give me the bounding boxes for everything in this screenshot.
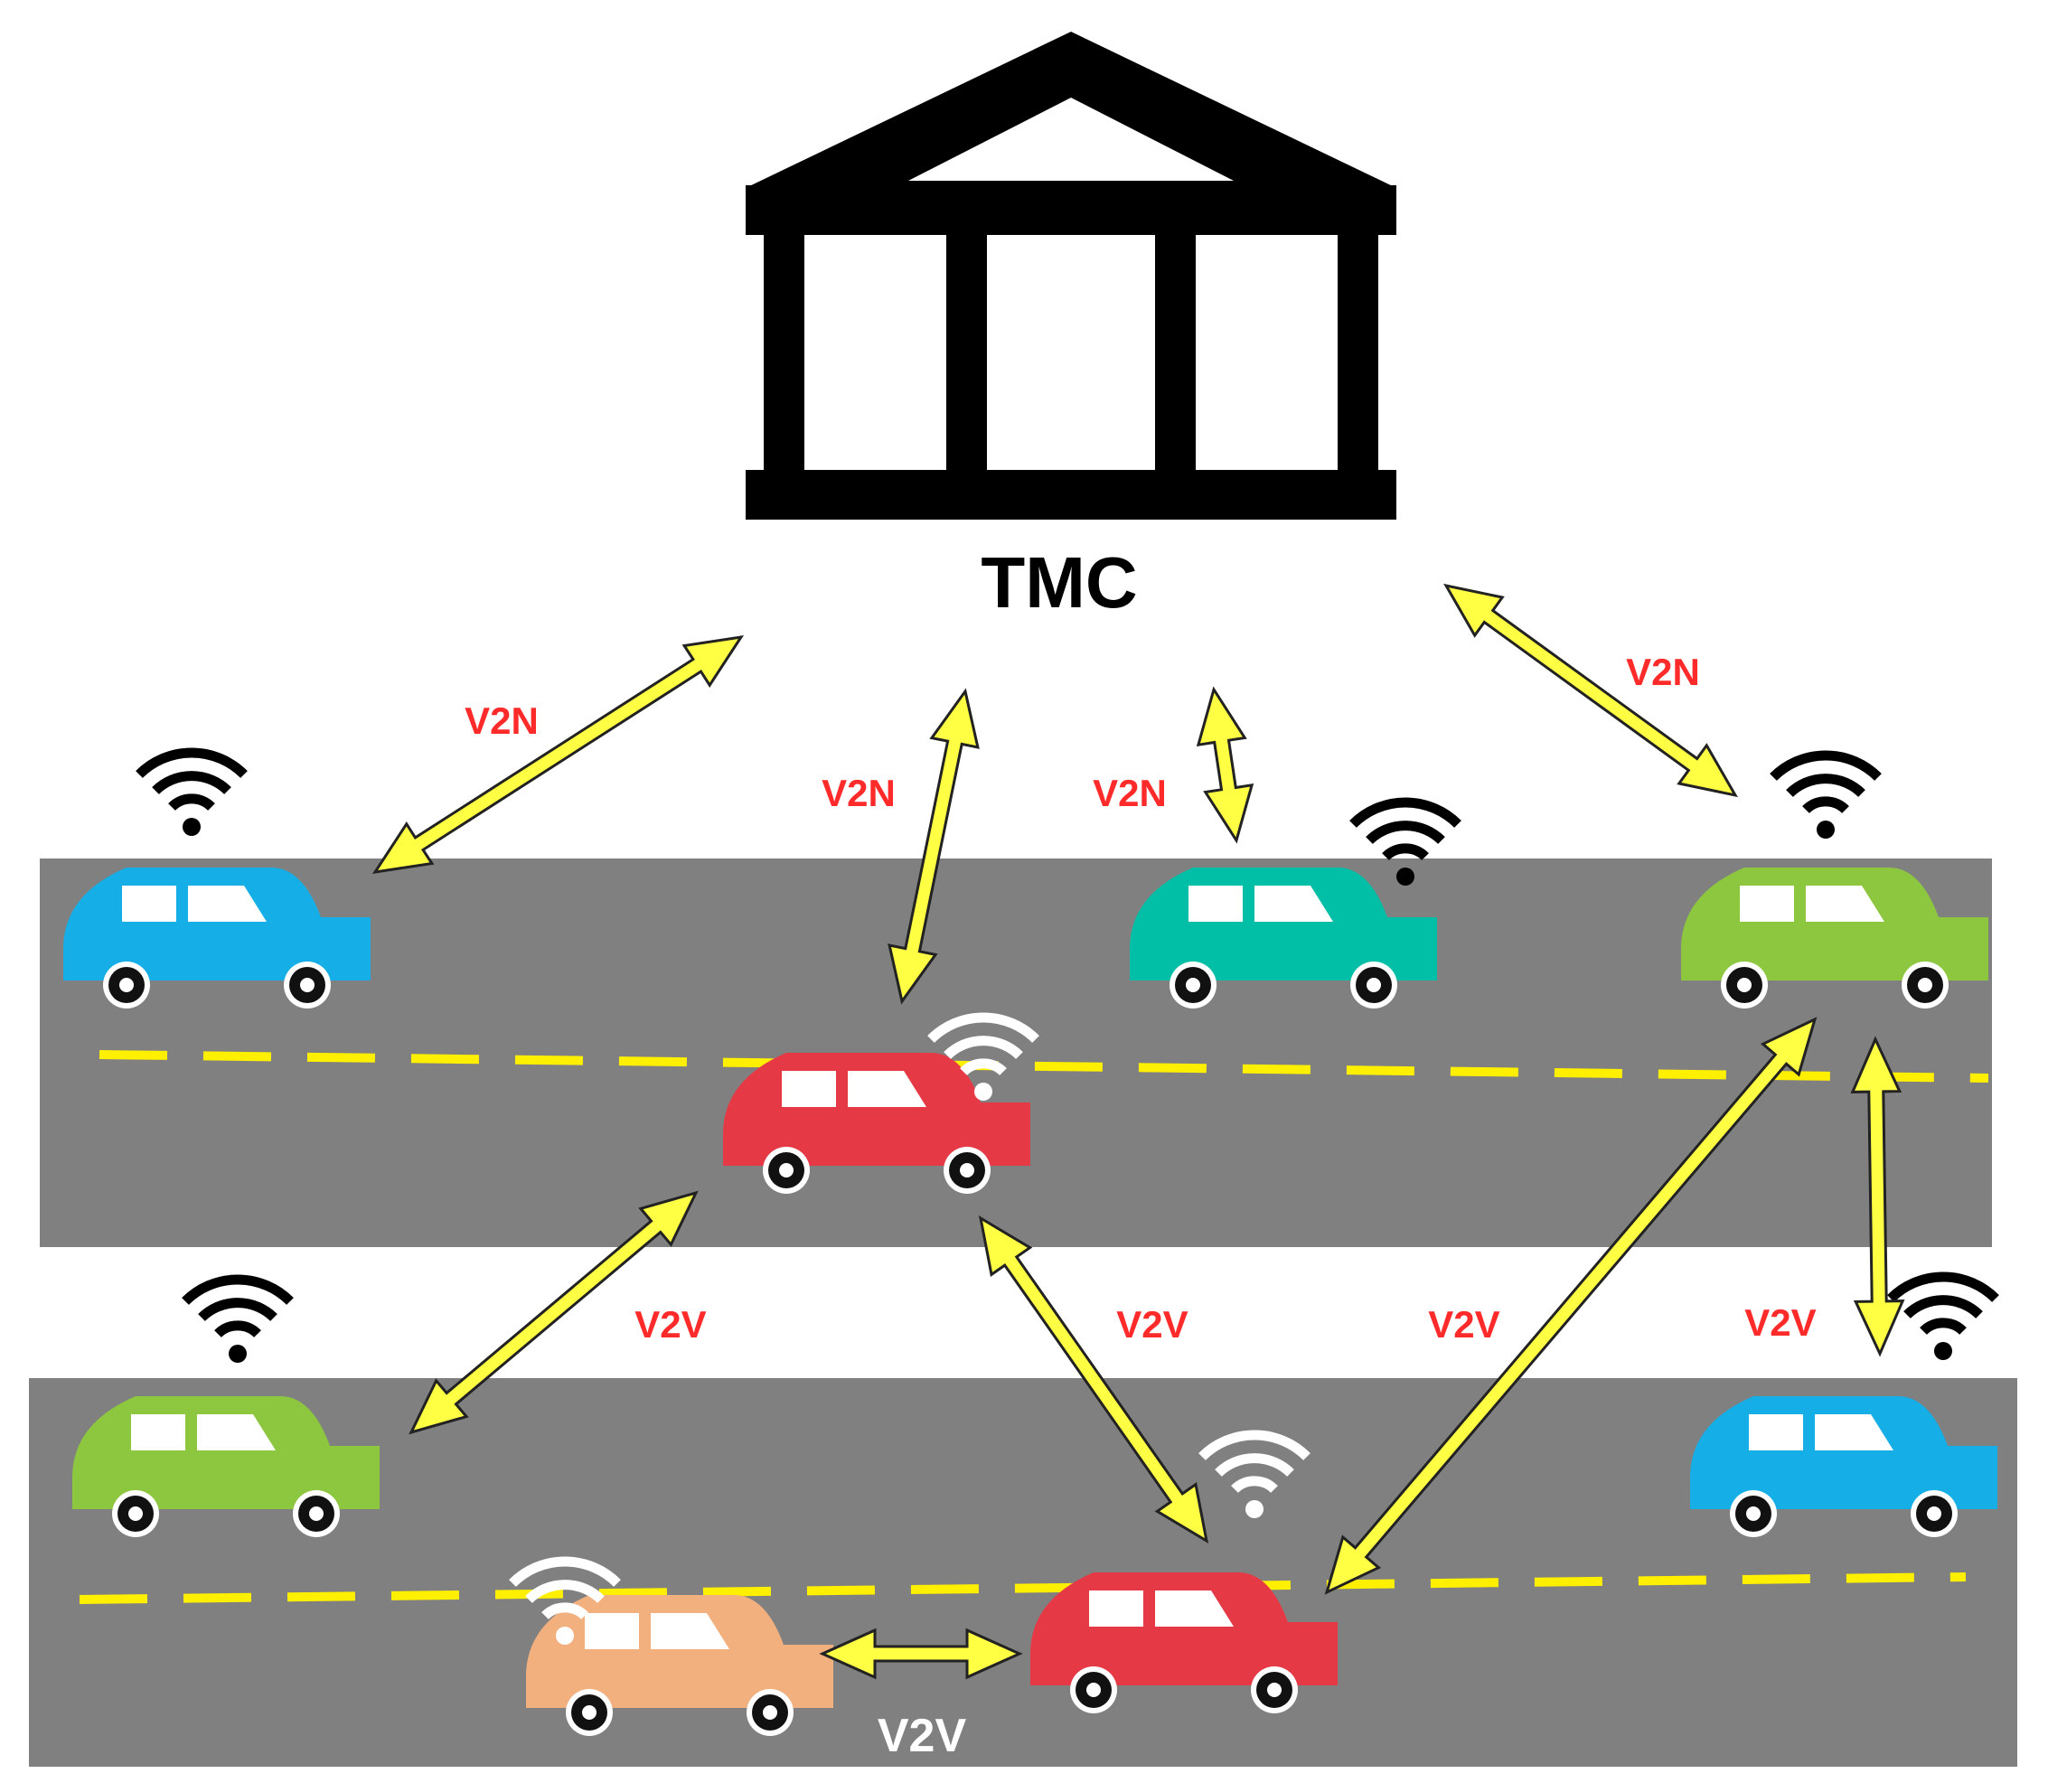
double-arrow bbox=[409, 1190, 699, 1435]
double-arrow bbox=[888, 688, 980, 1005]
tmc-label: TMC bbox=[981, 542, 1137, 623]
link-arrows bbox=[371, 583, 1905, 1680]
wifi-icon bbox=[185, 1280, 290, 1363]
v2v-label: V2V bbox=[1744, 1301, 1816, 1344]
double-arrow bbox=[1443, 583, 1738, 798]
lower-lane-marking bbox=[79, 1572, 1967, 1604]
lower-road bbox=[29, 1378, 2017, 1767]
double-arrow bbox=[978, 1215, 1209, 1544]
building-icon bbox=[746, 32, 1396, 520]
v2n-label: V2N bbox=[465, 699, 539, 742]
v2n-label: V2N bbox=[1093, 772, 1167, 814]
v2n-label: V2N bbox=[1626, 651, 1700, 693]
v2v-label: V2V bbox=[634, 1303, 706, 1346]
wifi-icon bbox=[1773, 755, 1878, 839]
double-arrow bbox=[1324, 1017, 1818, 1595]
v2v-label: V2V bbox=[878, 1710, 967, 1762]
wifi-icon bbox=[139, 753, 244, 836]
double-arrow bbox=[371, 635, 745, 874]
double-arrow bbox=[1196, 686, 1254, 844]
v2n-label: V2N bbox=[822, 772, 896, 814]
double-arrow bbox=[819, 1628, 1023, 1680]
upper-lane-marking bbox=[99, 1050, 1989, 1083]
v2v-label: V2V bbox=[1116, 1303, 1188, 1346]
v2v-label: V2V bbox=[1428, 1303, 1499, 1346]
wifi-icon bbox=[1891, 1277, 1996, 1360]
double-arrow bbox=[1850, 1036, 1905, 1357]
